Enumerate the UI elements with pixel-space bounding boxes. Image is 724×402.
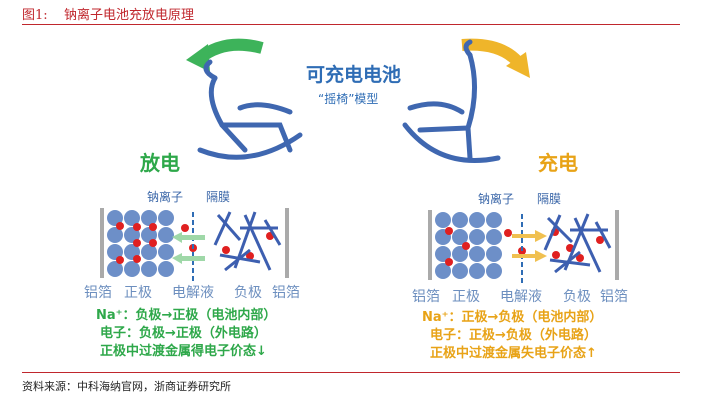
discharge-separator-label: 隔膜 <box>206 190 231 204</box>
discharge-ion-label: 钠离子 <box>147 190 184 204</box>
discharge-arrow-icon <box>196 38 264 63</box>
discharge-label-foil-right: 铝箔 <box>272 285 300 301</box>
rocking-chair-left-icon <box>197 59 303 160</box>
center-subtitle: “摇椅”模型 <box>318 92 379 106</box>
charge-label: 充电 <box>538 151 578 175</box>
discharge-line-3: 正极中过渡金属得电子价态↓ <box>100 344 267 359</box>
source-note: 资料来源：中科海纳官网，浙商证券研究所 <box>22 380 231 393</box>
top-divider <box>22 24 680 25</box>
figure-number: 图1: <box>22 8 48 23</box>
charge-label-foil-left: 铝箔 <box>412 289 440 305</box>
discharge-label-cathode: 正极 <box>124 285 152 301</box>
charge-separator-label: 隔膜 <box>537 192 562 206</box>
charge-line-2: 电子：正极→负极（外电路） <box>430 328 597 343</box>
discharge-cell-diagram <box>100 208 289 282</box>
rocking-chair-right-icon <box>402 39 501 163</box>
discharge-label: 放电 <box>140 151 180 175</box>
charge-line-1: Na⁺：正极→负极（电池内部） <box>422 310 603 325</box>
charge-label-cathode: 正极 <box>452 289 480 305</box>
charge-label-electrolyte: 电解液 <box>500 289 542 305</box>
discharge-line-2: 电子：负极→正极（外电路） <box>100 326 267 341</box>
discharge-label-anode: 负极 <box>234 285 262 301</box>
charge-line-3: 正极中过渡金属失电子价态↑ <box>430 346 597 361</box>
bottom-divider <box>22 372 680 373</box>
charge-label-foil-right: 铝箔 <box>600 289 628 305</box>
charge-label-anode: 负极 <box>563 289 591 305</box>
charge-ion-label: 钠离子 <box>478 192 515 206</box>
discharge-label-foil-left: 铝箔 <box>84 285 112 301</box>
center-title: 可充电电池 <box>306 64 402 86</box>
discharge-line-1: Na⁺：负极→正极（电池内部） <box>96 308 277 323</box>
figure-title: 钠离子电池充放电原理 <box>64 8 195 23</box>
discharge-label-electrolyte: 电解液 <box>172 285 214 301</box>
charge-cell-diagram <box>428 210 619 284</box>
